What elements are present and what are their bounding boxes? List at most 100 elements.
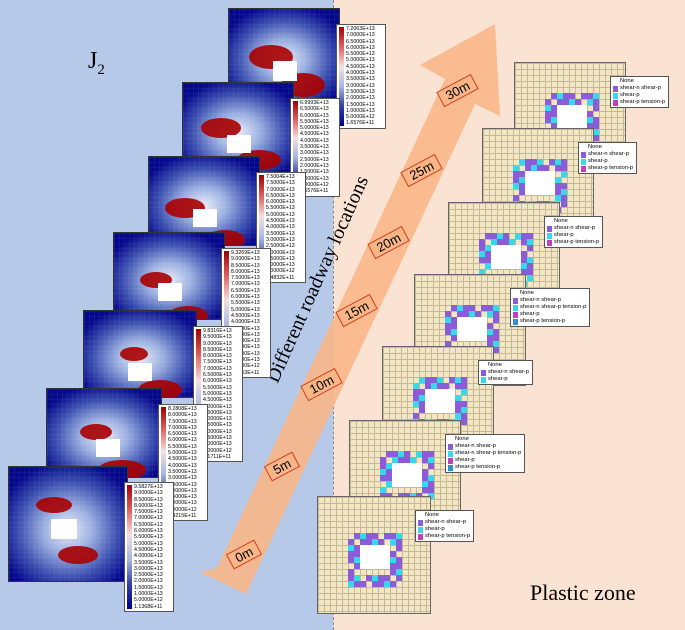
plastic-cell [348,569,354,575]
plastic-cell [428,463,434,469]
plastic-cell [555,177,561,183]
legend-value: 9.5827E+13 [134,484,163,490]
legend-swatch [481,363,486,369]
plastic-cell [425,377,431,383]
legend-value: 1.0000E+13 [203,441,232,448]
plastic-cell [372,581,378,587]
plastic-cell [354,533,360,539]
legend-value: 6.0000E+13 [300,112,329,119]
plastic-cell [443,383,449,389]
plastic-cell [451,335,457,341]
plastic-cell [390,569,396,575]
legend-entry: shear-n shear-p tension-p [520,304,587,310]
legend-swatch [547,240,552,246]
legend-swatch [448,444,453,450]
legend-value: 4.5000E+13 [266,218,295,225]
high-stress-zone [120,347,148,361]
legend-value: 7.0000E+13 [231,281,260,288]
plastic-cell [404,451,410,457]
plastic-cell [587,93,593,99]
plastic-cell [463,305,469,311]
legend-value: 7.2063E+13 [346,26,375,32]
plastic-cell [422,469,428,475]
legend-value: 2.5000E+13 [168,481,197,488]
legend-entry: shear-p [588,158,608,164]
plastic-cell [348,539,354,545]
legend-value: 3.5000E+13 [266,230,295,237]
legend-value: 2.5000E+13 [203,422,232,429]
legend-entry: shear-p tension-p [620,99,666,105]
legend-value: 6.0000E+13 [168,437,197,444]
legend-value: 2.0000E+13 [231,344,260,351]
plastic-cell [531,159,537,165]
plastic-cell [354,557,360,563]
plastic-cell [487,323,493,329]
plastic-cell [413,395,419,401]
plastic-cell [449,377,455,383]
plastic-cell [416,451,422,457]
legend-value: 6.5000E+13 [231,287,260,294]
legend-value: 1.5000E+13 [266,255,295,262]
plastic-cell [428,487,434,493]
legend-value: 3.5000E+13 [203,409,232,416]
plastic-cell [372,539,378,545]
plastic-cell [515,233,521,239]
legend-swatch [513,312,518,318]
legend-swatch [418,534,423,540]
legend-value: 3.5000E+13 [231,325,260,332]
legend-swatch [418,527,423,533]
plastic-cell [445,323,451,329]
plastic-cell [384,581,390,587]
plastic-cell [479,245,485,251]
plastic-cell [545,99,551,105]
legend-swatch [513,305,518,311]
plastic-cell [348,551,354,557]
plastic-cell [354,581,360,587]
legend-value: 6.5000E+13 [168,431,197,438]
legend-swatch [613,100,618,106]
plastic-cell [469,311,475,317]
plastic-cell [380,469,386,475]
legend-value: 4.0000E+13 [134,553,163,560]
legend-value: 8.5000E+13 [203,346,232,353]
legend-swatch [547,233,552,239]
plastic-cell [537,159,543,165]
legend-swatch [448,465,453,471]
plastic-cell [396,563,402,569]
legend-swatch [481,377,486,383]
legend-value: 8.5000E+13 [231,262,260,269]
legend-value: 1.0000E+13 [266,262,295,269]
roadway-opening [128,363,152,381]
plastic-cell [445,329,451,335]
plastic-cell [410,457,416,463]
plastic-cell [569,99,575,105]
plastic-cell [378,581,384,587]
plastic-cell [396,539,402,545]
legend-value: 7.0000E+13 [346,32,375,39]
plastic-cell [419,407,425,413]
legend-value: 4.5000E+13 [168,456,197,463]
legend-value: 6.5000E+13 [266,192,295,199]
plastic-cell [485,245,491,251]
plastic-cell [519,189,525,195]
legend-swatch [581,152,586,158]
roadway-opening [457,317,487,341]
legend-value: 3.0000E+13 [300,150,329,157]
legend-swatch [581,145,586,151]
legend-swatch [481,370,486,376]
legend-entry: None [554,218,568,224]
colorbar [161,407,166,519]
legend-entry: shear-n shear-p [520,297,561,303]
legend-value: 1.0000E+13 [134,591,163,598]
plastic-cell [551,111,557,117]
roadway-opening [491,245,521,269]
legend-entry: shear-p [520,311,540,317]
legend-value: 5.0000E+12 [168,506,197,513]
legend-value: 4.5000E+13 [300,131,329,138]
plastic-cell [563,99,569,105]
legend-value: 1.5000E+13 [134,584,163,591]
legend-value: 4.0000E+13 [300,137,329,144]
legend-value: 6.0000E+13 [134,528,163,535]
